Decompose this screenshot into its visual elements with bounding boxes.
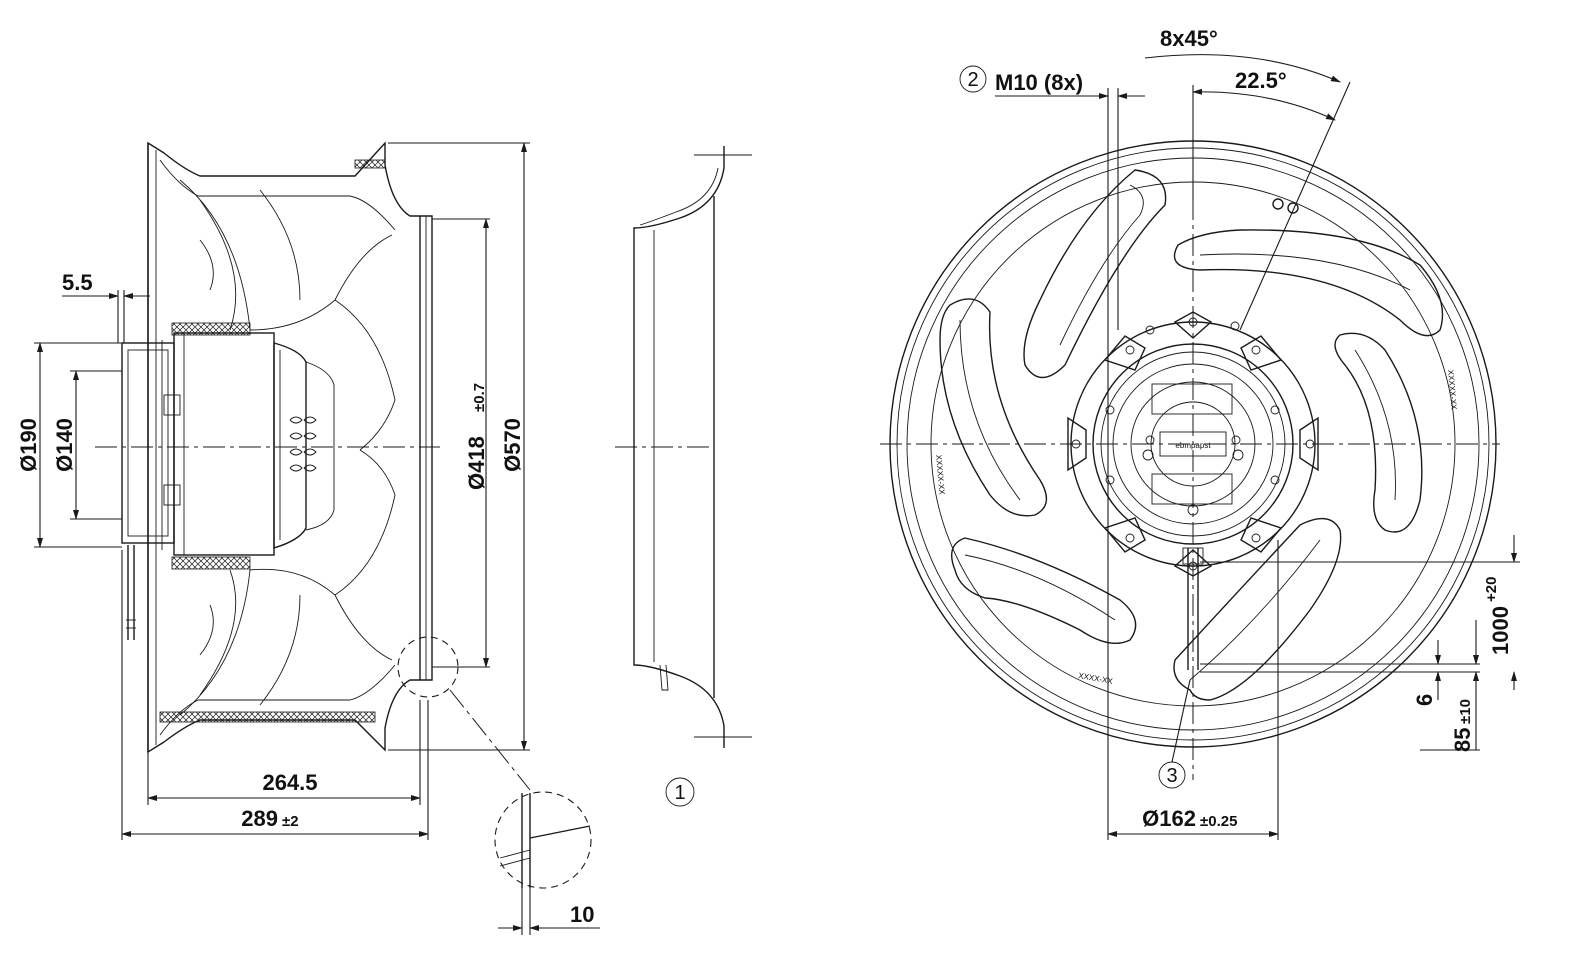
dim-8x45: 8x45° — [1160, 26, 1218, 51]
rotor-fins — [289, 416, 317, 472]
dim-diameter-162: Ø162 — [1142, 806, 1196, 831]
dim-m10: M10 (8x) — [995, 70, 1083, 95]
ref-label-2: 2 — [967, 69, 978, 91]
ref-label-3: 3 — [1166, 765, 1177, 787]
dim-diameter-190: Ø190 — [16, 418, 41, 472]
dim-1000: 1000 — [1488, 606, 1513, 655]
dim-diameter-570: Ø570 — [500, 418, 525, 472]
dim-diameter-418-tolerance: ±0.7 — [471, 383, 488, 412]
inlet-ring-profile — [633, 146, 725, 748]
ref-circle-1 — [665, 777, 695, 807]
impeller-outline — [147, 141, 433, 754]
dim-diameter-418: Ø418 — [464, 436, 489, 490]
dim-289-tolerance: ±2 — [282, 813, 299, 830]
cable — [127, 545, 135, 640]
dim-diameter-162-tolerance: ±0.25 — [1200, 813, 1237, 830]
rotor-cap — [273, 342, 307, 549]
blades — [939, 169, 1444, 701]
motor-face: ebmpapst — [1067, 311, 1319, 577]
front-view: ebmpapst XXXXX-XX XXXXX-XX XXXX-XX 8x45°… — [880, 26, 1520, 840]
detail-view: 10 — [494, 791, 600, 935]
dim-85-tolerance: ±10 — [1457, 699, 1474, 724]
dim-10: 10 — [570, 902, 594, 927]
cable-front — [1182, 547, 1204, 670]
ref-circle-3 — [1158, 761, 1186, 789]
dim-diameter-140: Ø140 — [52, 418, 77, 472]
dim-264-5: 264.5 — [262, 770, 317, 795]
blade-code-a: XXXXX-XX — [1446, 369, 1459, 410]
brand-label: ebmpapst — [1175, 441, 1211, 450]
dim-1000-tolerance: +20 — [1483, 577, 1500, 602]
blade-code-c: XXXX-XX — [1078, 671, 1114, 686]
dim-85: 85 — [1450, 728, 1475, 752]
dim-22-5: 22.5° — [1235, 68, 1287, 93]
blade-code-b: XXXXX-XX — [934, 454, 947, 495]
side-view: 5.5 Ø190 Ø140 Ø418 ±0.7 Ø570 264.5 289 ±… — [16, 141, 531, 840]
motor-body — [173, 332, 275, 556]
ref-label-1: 1 — [674, 782, 685, 804]
dim-289: 289 — [241, 806, 278, 831]
dim-6: 6 — [1412, 694, 1437, 706]
dim-5-5: 5.5 — [62, 270, 93, 295]
ref-circle-2 — [959, 65, 987, 93]
inlet-ring-view: 1 — [615, 146, 752, 807]
